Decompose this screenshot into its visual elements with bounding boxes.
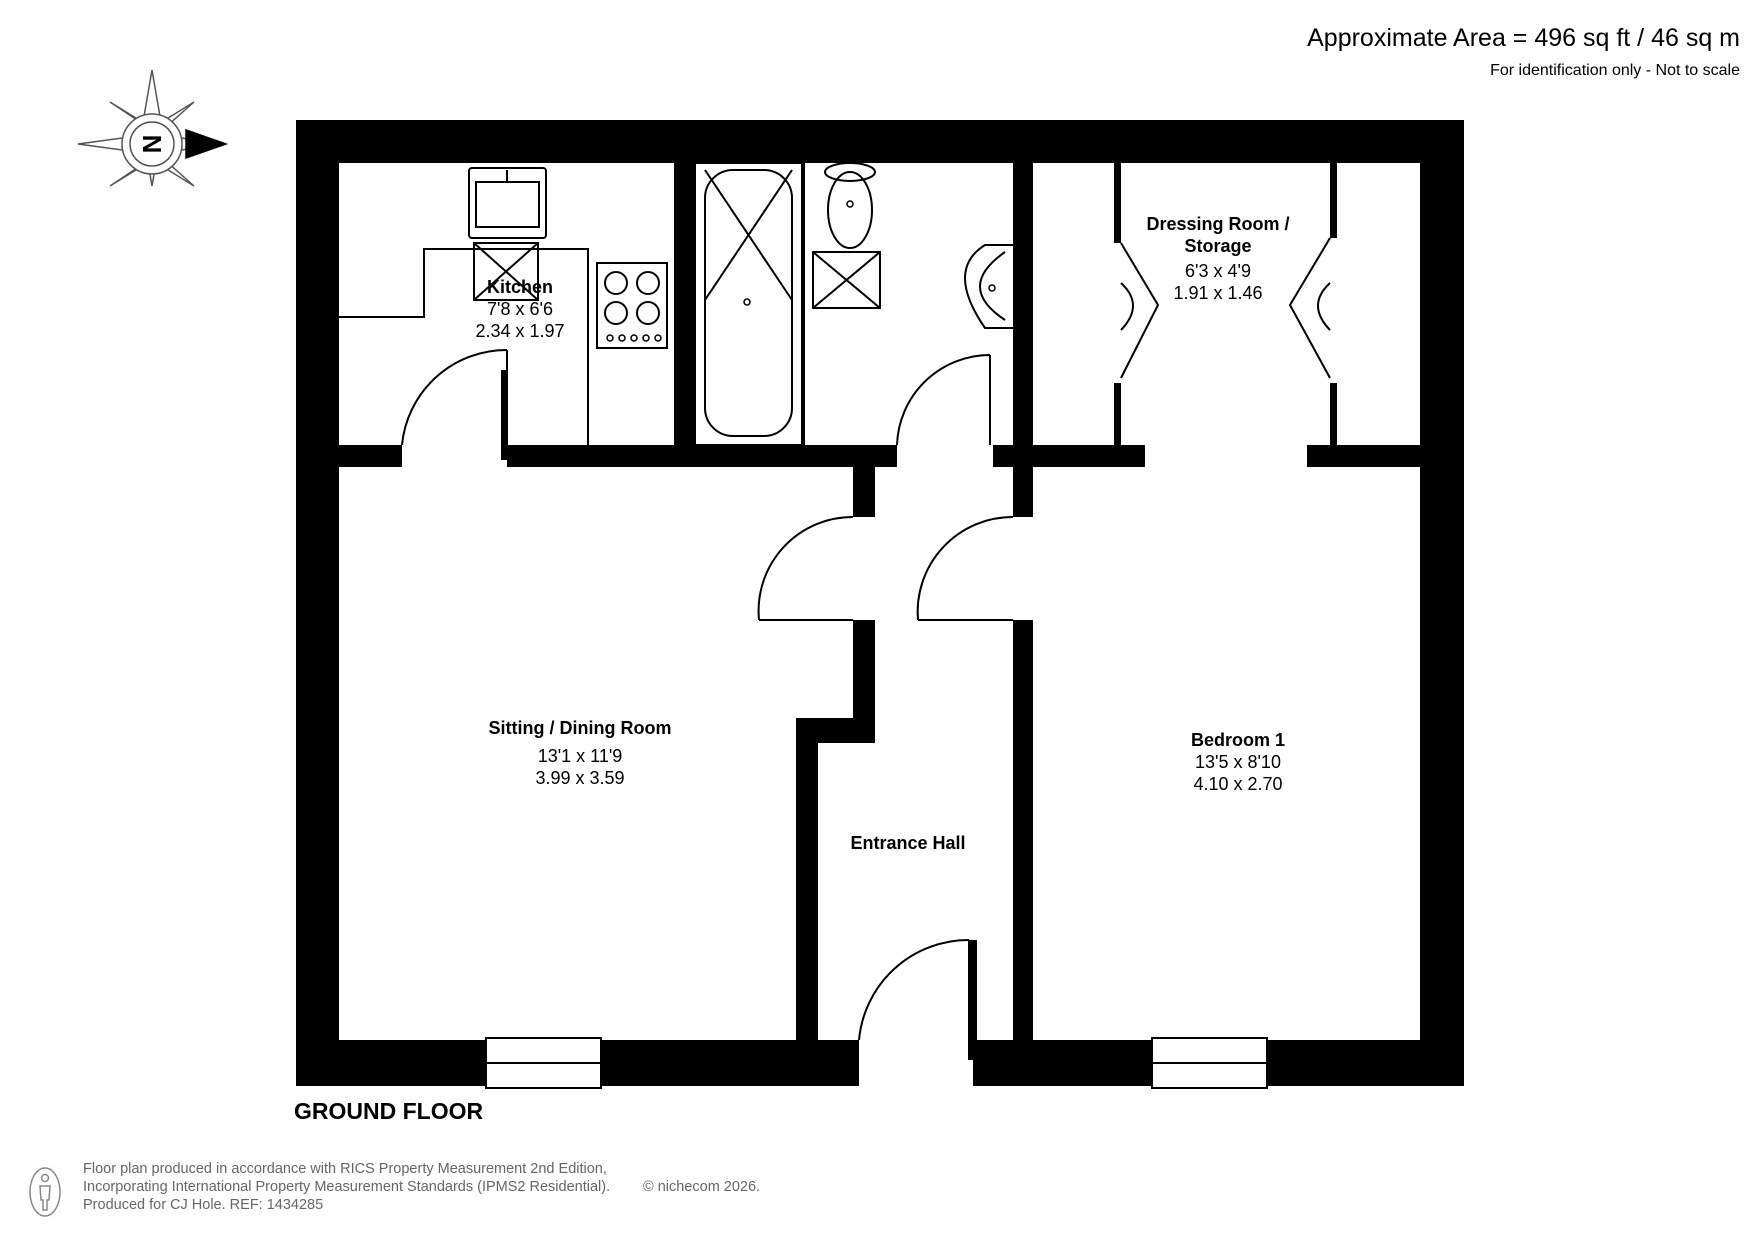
approximate-area: Approximate Area = 496 sq ft / 46 sq m xyxy=(1307,24,1740,52)
room-name: Sitting / Dining Room xyxy=(488,718,672,738)
room-name: Kitchen xyxy=(486,277,554,297)
person-icon xyxy=(29,1167,61,1217)
room-size-metric: 2.34 x 1.97 xyxy=(475,321,565,341)
footer: Floor plan produced in accordance with R… xyxy=(83,1160,760,1214)
bathroom-fittings xyxy=(694,162,1013,446)
room-size-imperial: 13'5 x 8'10 xyxy=(1195,752,1281,772)
room-size-imperial: 6'3 x 4'9 xyxy=(1185,261,1251,281)
compass-rose-icon xyxy=(77,69,229,187)
room-size-metric: 3.99 x 3.59 xyxy=(535,768,625,788)
footer-copyright: © nichecom 2026. xyxy=(643,1179,761,1195)
footer-line-1: Floor plan produced in accordance with R… xyxy=(83,1161,607,1177)
room-dressing: Dressing Room / Storage 6'3 x 4'9 1.91 x… xyxy=(1146,213,1289,304)
windows xyxy=(485,1037,1268,1089)
footer-line-3: Produced for CJ Hole. REF: 1434285 xyxy=(83,1197,324,1213)
room-name: Bedroom 1 xyxy=(1190,730,1286,750)
room-bedroom-1: Bedroom 1 13'5 x 8'10 4.10 x 2.70 xyxy=(1191,729,1285,795)
compass-north-letter: N xyxy=(137,135,167,154)
room-kitchen: Kitchen 7'8 x 6'6 2.34 x 1.97 xyxy=(475,276,564,342)
kitchen-fittings xyxy=(339,167,668,445)
room-size-imperial: 13'1 x 11'9 xyxy=(537,746,623,766)
room-size-metric: 1.91 x 1.46 xyxy=(1173,283,1263,303)
walls xyxy=(296,120,1464,1086)
room-name: Entrance Hall xyxy=(850,833,966,853)
room-name: Dressing Room / xyxy=(1146,214,1290,234)
scale-note: For identification only - Not to scale xyxy=(1490,62,1740,79)
room-size-metric: 4.10 x 2.70 xyxy=(1193,774,1283,794)
room-sitting-dining: Sitting / Dining Room 13'1 x 11'9 3.99 x… xyxy=(489,717,672,789)
doors xyxy=(401,237,1331,1060)
room-size-imperial: 7'8 x 6'6 xyxy=(487,299,553,319)
room-entrance-hall: Entrance Hall xyxy=(850,832,965,854)
floor-label: GROUND FLOOR xyxy=(294,1098,484,1124)
footer-line-2: Incorporating International Property Mea… xyxy=(83,1179,611,1195)
room-name-line2: Storage xyxy=(1184,236,1252,256)
